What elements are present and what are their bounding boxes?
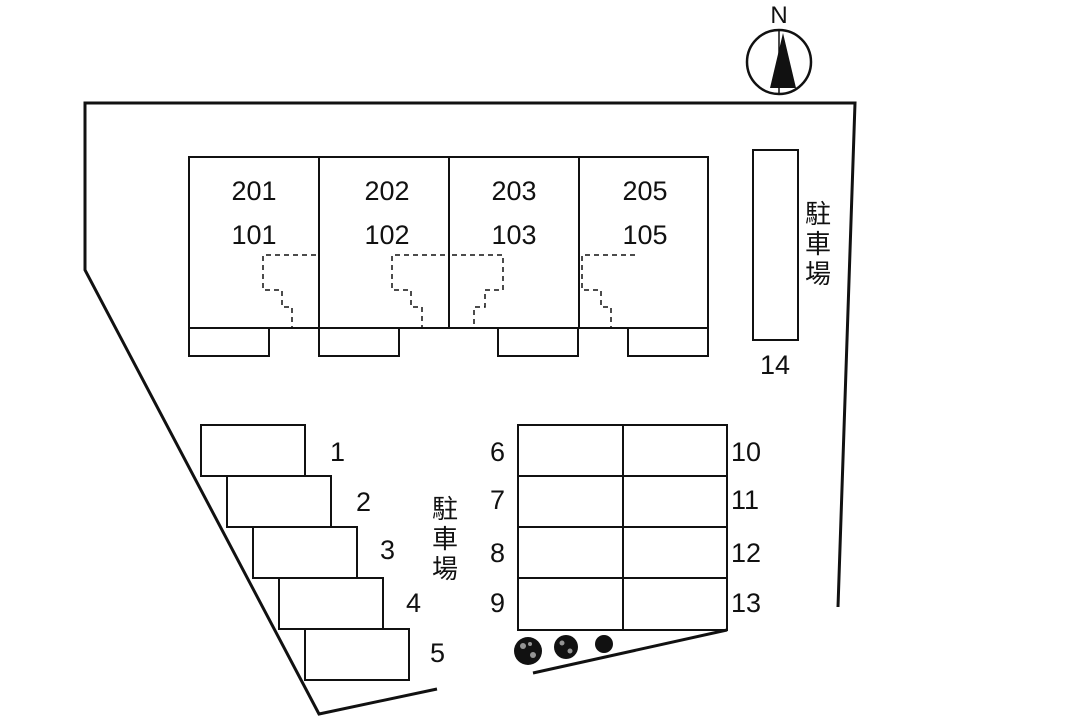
parking-number: 11 — [731, 485, 759, 515]
unit-label-lower: 105 — [622, 220, 667, 250]
parking-number: 13 — [731, 588, 761, 618]
shrub-icon — [554, 635, 578, 659]
parking-number: 8 — [490, 538, 505, 568]
site-boundary — [83, 101, 857, 716]
unit-label-upper: 201 — [231, 176, 276, 206]
porch — [318, 327, 400, 357]
parking-slot — [200, 424, 306, 477]
unit-label-upper: 202 — [364, 176, 409, 206]
unit-label-lower: 101 — [231, 220, 276, 250]
parking-number: 3 — [380, 535, 395, 565]
unit-label-lower: 102 — [364, 220, 409, 250]
parking-grid — [517, 424, 728, 675]
parking-number: 10 — [731, 437, 761, 467]
north-compass-icon — [745, 28, 813, 96]
parking-number: 14 — [760, 350, 790, 380]
shrub-icon — [595, 635, 613, 653]
unit-label-upper: 203 — [491, 176, 536, 206]
parking-label-char: 車 — [432, 524, 458, 554]
parking-number: 2 — [356, 487, 371, 517]
apartment-building — [188, 156, 709, 357]
parking-label-char: 車 — [805, 229, 831, 259]
shrub-icon — [514, 637, 542, 665]
parking-stair-block — [200, 424, 410, 681]
parking-label-vertical: 駐車場 — [805, 199, 831, 289]
parking-slot — [226, 475, 332, 528]
parking-label-char: 駐 — [805, 199, 831, 229]
parking-slot-14 — [752, 149, 799, 341]
parking-label-vertical: 駐車場 — [432, 494, 458, 584]
north-label: N — [770, 2, 787, 29]
parking-number: 4 — [406, 588, 421, 618]
unit-label-lower: 103 — [491, 220, 536, 250]
parking-number: 6 — [490, 437, 505, 467]
unit-label-upper: 205 — [622, 176, 667, 206]
porch — [627, 327, 709, 357]
porch — [188, 327, 270, 357]
parking-number: 12 — [731, 538, 761, 568]
parking-number: 1 — [330, 437, 345, 467]
parking-slot — [304, 628, 410, 681]
parking-label-char: 駐 — [432, 494, 458, 524]
parking-number: 5 — [430, 638, 445, 668]
porch — [497, 327, 579, 357]
stairways — [262, 254, 635, 328]
shrubs — [514, 635, 613, 665]
parking-label-char: 場 — [805, 259, 831, 289]
parking-number: 9 — [490, 588, 505, 618]
parking-slot — [278, 577, 384, 630]
parking-number: 7 — [490, 485, 505, 515]
parking-slot — [252, 526, 358, 579]
parking-label-char: 場 — [432, 554, 458, 584]
